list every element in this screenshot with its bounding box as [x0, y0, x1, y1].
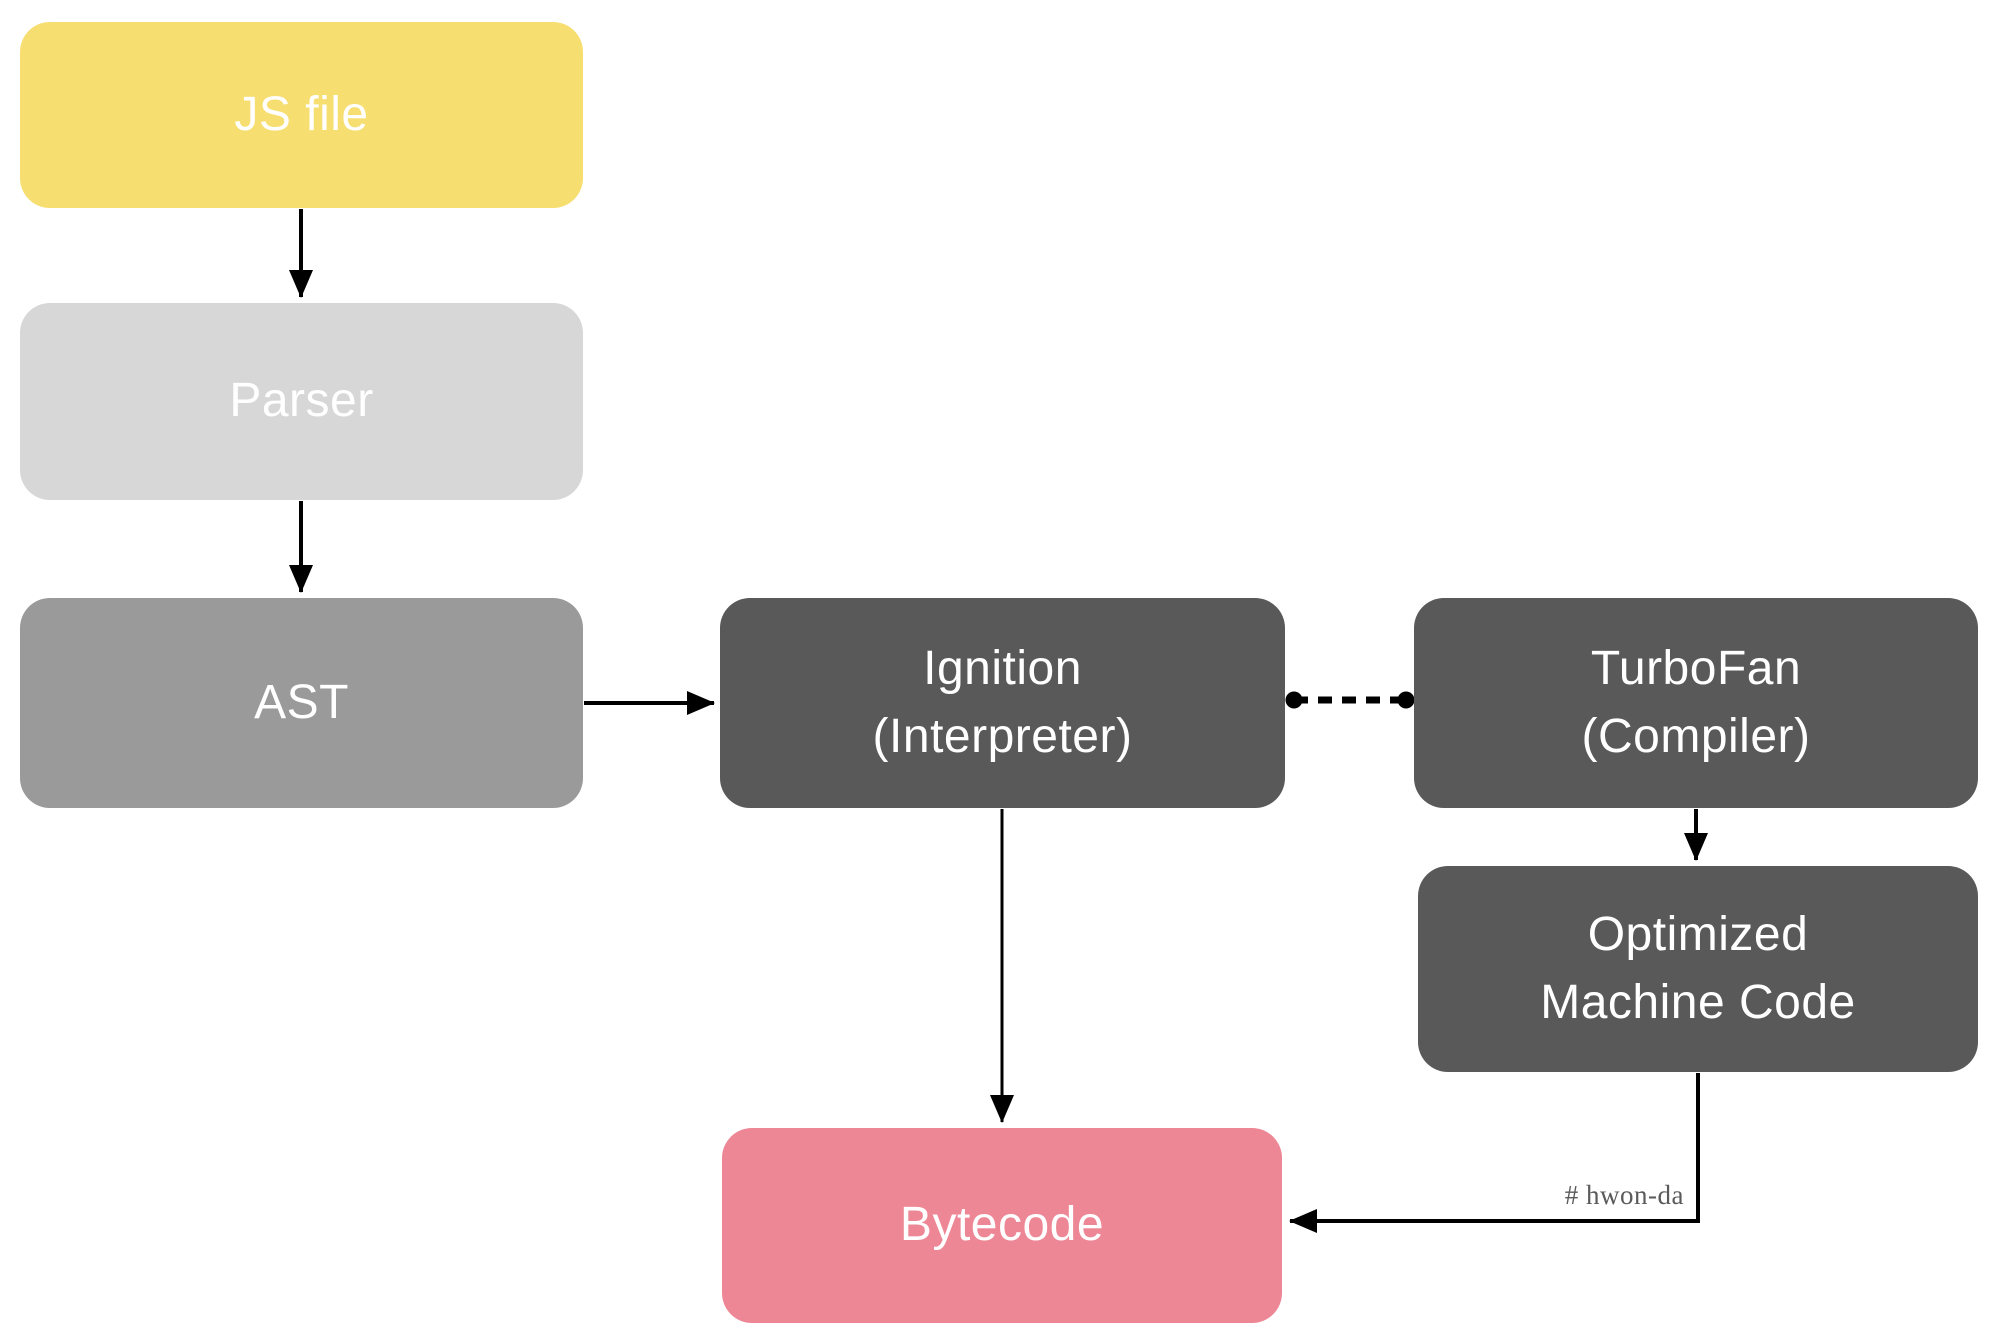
node-ast-label: AST	[254, 675, 349, 729]
node-omc-label-line2: Machine Code	[1540, 976, 1856, 1029]
node-ignition: Ignition (Interpreter)	[720, 598, 1285, 808]
node-ignition-label-line2: (Interpreter)	[872, 710, 1133, 763]
edge-ignition-turbofan-dashed	[1285, 691, 1415, 709]
node-omc-label-line1: Optimized	[1587, 907, 1809, 961]
node-ast: AST	[20, 598, 583, 808]
node-ignition-label-line1: Ignition	[923, 641, 1082, 695]
node-parser-label: Parser	[229, 374, 374, 428]
annotation-credit: # hwon-da	[1564, 1180, 1684, 1210]
node-bytecode-label: Bytecode	[899, 1198, 1105, 1252]
node-turbofan-label-line2: (Compiler)	[1581, 710, 1811, 763]
node-parser: Parser	[20, 303, 583, 500]
node-js-file: JS file	[20, 22, 583, 208]
node-turbofan: TurboFan (Compiler)	[1414, 598, 1978, 808]
node-js-file-label: JS file	[234, 87, 369, 141]
node-optimized-machine-code: Optimized Machine Code	[1418, 866, 1978, 1072]
node-turbofan-label-line1: TurboFan	[1590, 641, 1802, 695]
node-bytecode: Bytecode	[722, 1128, 1282, 1323]
